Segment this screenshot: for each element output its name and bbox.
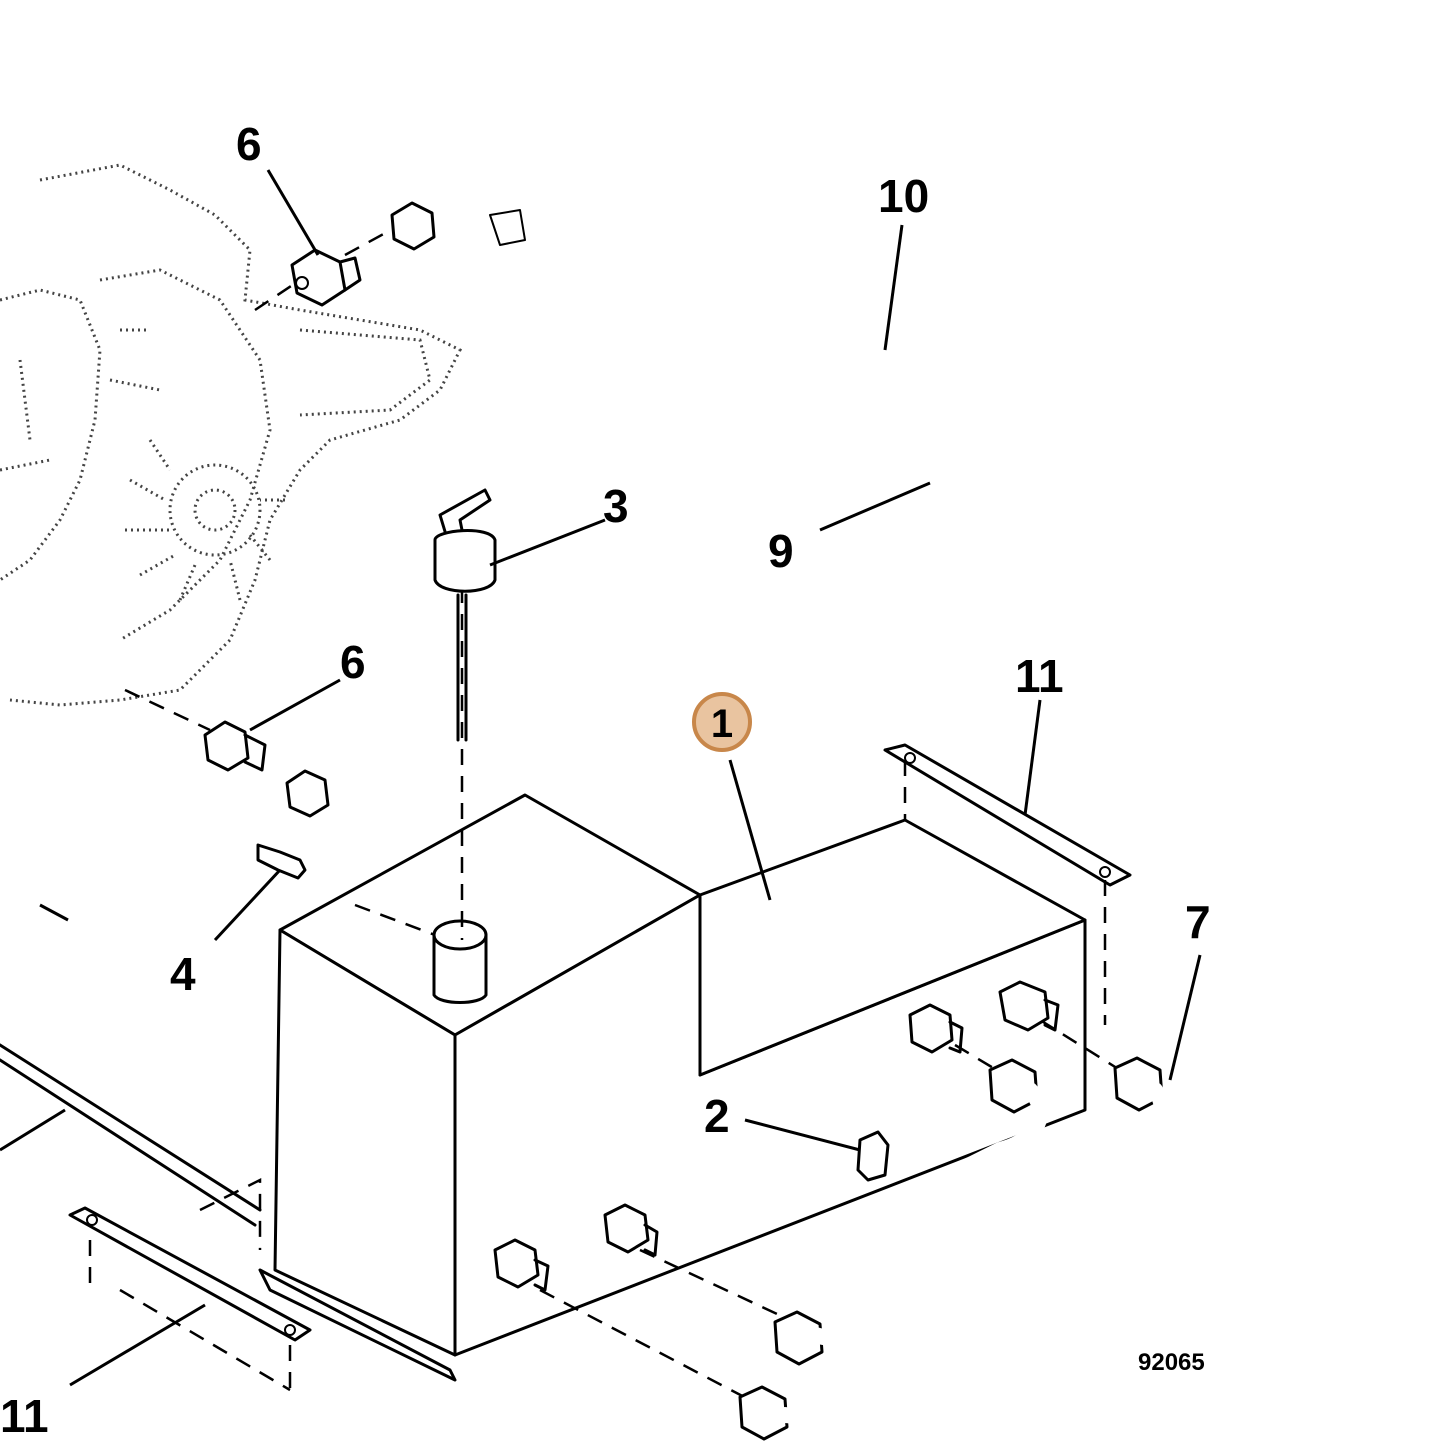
callout-10: 10 — [878, 170, 929, 222]
callouts: 6 10 3 9 6 11 7 4 2 11 1 92065 — [0, 118, 1211, 1442]
callout-1-highlight: 1 — [692, 692, 752, 752]
callout-9: 9 — [768, 525, 794, 577]
callout-11-right: 11 — [1015, 650, 1064, 702]
callout-1: 1 — [711, 702, 733, 746]
callout-6-mid: 6 — [340, 636, 366, 688]
reference-number: 92065 — [1138, 1349, 1205, 1376]
callout-4: 4 — [170, 948, 196, 1000]
hose-inner-loop — [408, 196, 1299, 1352]
engine-ghost — [0, 163, 463, 707]
callout-7: 7 — [1185, 896, 1211, 948]
callout-6-top: 6 — [236, 118, 262, 170]
mounting-brackets — [68, 743, 1132, 1342]
dipstick — [433, 488, 497, 742]
callout-2: 2 — [704, 1090, 730, 1142]
assembly-lines — [88, 223, 1121, 1402]
fittings — [203, 201, 1170, 1441]
breather-pipe — [61, 767, 237, 1042]
leader-lines — [0, 169, 1202, 1387]
hose-outer-loop — [0, 42, 1359, 1434]
callout-11-bottom: 11 — [0, 1390, 49, 1442]
callout-3: 3 — [603, 480, 629, 532]
